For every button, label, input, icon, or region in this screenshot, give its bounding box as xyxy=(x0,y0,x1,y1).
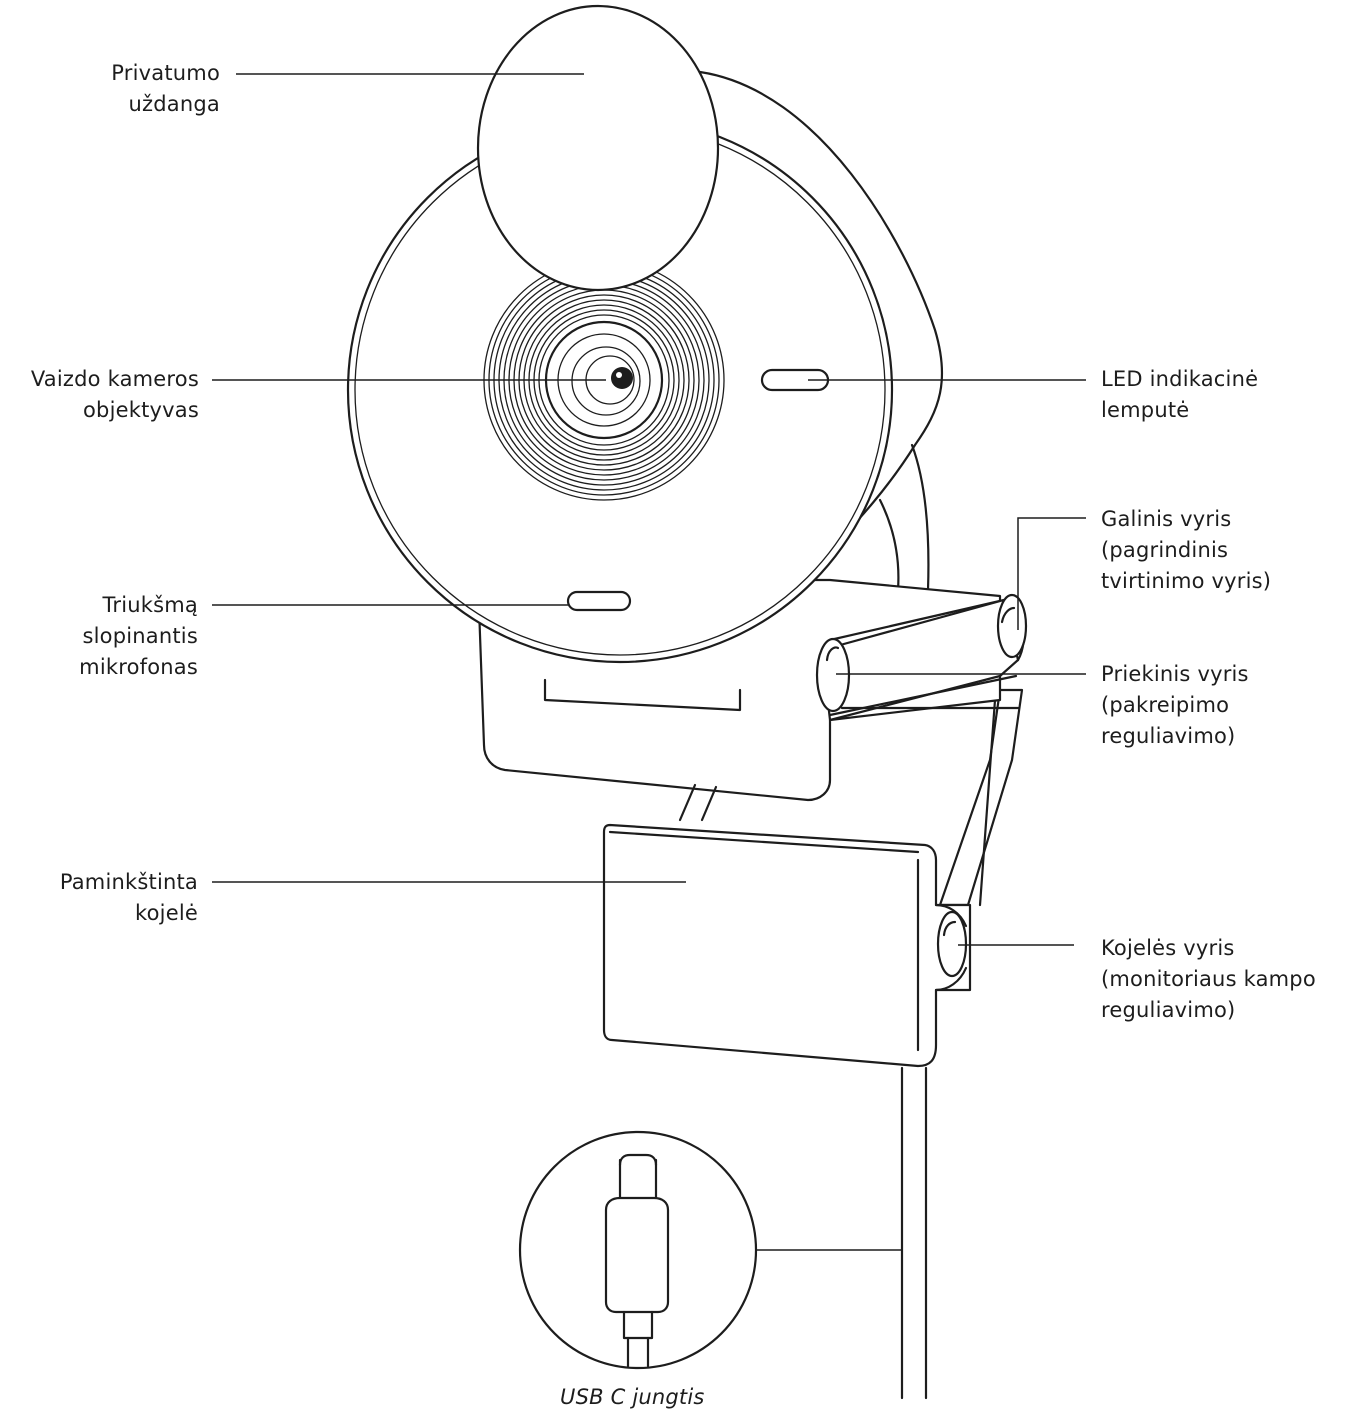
usb-cable xyxy=(900,1066,928,1400)
label-rear-hinge-line3: tvirtinimo vyris) xyxy=(1101,569,1272,593)
label-rear-hinge-line2: (pagrindinis xyxy=(1101,538,1229,562)
label-rear-hinge-line1: Galinis vyris xyxy=(1101,507,1232,531)
label-padded-foot-line2: kojelė xyxy=(135,901,198,925)
neck-cable xyxy=(678,783,718,822)
label-noise-mic-line3: mikrofonas xyxy=(79,655,198,679)
label-foot-hinge-line3: reguliavimo) xyxy=(1101,998,1236,1022)
label-led-light: LED indikacinė lemputė xyxy=(1101,364,1258,426)
label-noise-mic: Triukšmą slopinantis mikrofonas xyxy=(79,590,198,683)
label-padded-foot-line1: Paminkštinta xyxy=(59,870,198,894)
label-front-hinge: Priekinis vyris (pakreipimo reguliavimo) xyxy=(1101,659,1249,752)
microphone-slot xyxy=(566,590,632,612)
label-foot-hinge-line1: Kojelės vyris xyxy=(1101,936,1235,960)
label-led-light-line2: lemputė xyxy=(1101,398,1190,422)
label-noise-mic-line1: Triukšmą xyxy=(102,593,198,617)
label-usb-c: USB C jungtis xyxy=(560,1382,705,1413)
hinge-block xyxy=(815,593,1028,722)
padded-foot-shape xyxy=(602,823,972,1068)
label-privacy-shutter: Privatumo uždanga xyxy=(111,58,220,120)
label-foot-hinge: Kojelės vyris (monitoriaus kampo regulia… xyxy=(1101,933,1316,1026)
label-privacy-shutter-line2: uždanga xyxy=(128,92,220,116)
rear-stand-arm xyxy=(938,688,1024,907)
usb-c-inset xyxy=(518,1130,758,1370)
label-usb-c-line1: USB C jungtis xyxy=(560,1385,705,1409)
label-front-hinge-line1: Priekinis vyris xyxy=(1101,662,1249,686)
label-rear-hinge: Galinis vyris (pagrindinis tvirtinimo vy… xyxy=(1101,504,1271,597)
label-camera-lens-line2: objektyvas xyxy=(83,398,199,422)
label-front-hinge-line3: reguliavimo) xyxy=(1101,724,1236,748)
label-camera-lens-line1: Vaizdo kameros xyxy=(30,367,199,391)
leader-lines xyxy=(212,73,1086,1251)
label-padded-foot: Paminkštinta kojelė xyxy=(60,867,198,929)
label-foot-hinge-line2: (monitoriaus kampo xyxy=(1101,967,1316,991)
camera-face xyxy=(346,116,894,664)
label-camera-lens: Vaizdo kameros objektyvas xyxy=(31,364,199,426)
label-noise-mic-line2: slopinantis xyxy=(82,624,198,648)
label-front-hinge-line2: (pakreipimo xyxy=(1101,693,1230,717)
label-privacy-shutter-line1: Privatumo xyxy=(111,61,220,85)
privacy-shutter xyxy=(476,4,720,292)
label-led-light-line1: LED indikacinė xyxy=(1101,367,1259,391)
